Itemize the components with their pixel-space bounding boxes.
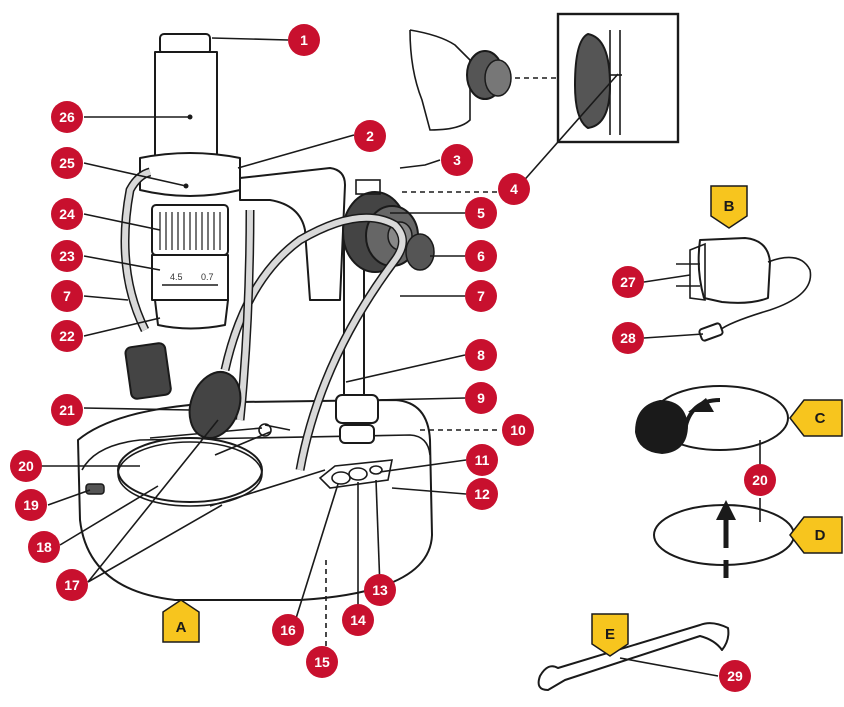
callout-5: 5 — [465, 197, 497, 229]
tag-c: C — [789, 399, 843, 437]
svg-text:1: 1 — [300, 32, 308, 48]
svg-text:26: 26 — [59, 109, 75, 125]
callout-26: 26 — [51, 101, 83, 133]
svg-text:16: 16 — [280, 622, 296, 638]
callout-9: 9 — [465, 382, 497, 414]
svg-text:20: 20 — [752, 472, 768, 488]
svg-text:7: 7 — [63, 288, 71, 304]
callout-7-left: 7 — [51, 280, 83, 312]
svg-text:A: A — [176, 619, 187, 636]
stage-plate — [117, 437, 263, 503]
callout-10: 10 — [502, 414, 534, 446]
callout-1: 1 — [288, 24, 320, 56]
callout-20-inset: 20 — [744, 464, 776, 496]
svg-text:7: 7 — [477, 288, 485, 304]
svg-text:6: 6 — [477, 248, 485, 264]
leader-lines — [40, 37, 761, 677]
scale-label-low: 4.5 — [170, 272, 183, 282]
svg-text:27: 27 — [620, 274, 636, 290]
callout-22: 22 — [51, 320, 83, 352]
callout-17: 17 — [56, 569, 88, 601]
svg-text:12: 12 — [474, 486, 490, 502]
tag-d: D — [789, 516, 843, 554]
objective — [154, 299, 229, 330]
svg-text:13: 13 — [372, 582, 388, 598]
callout-8: 8 — [465, 339, 497, 371]
tag-b: B — [710, 185, 748, 229]
svg-text:15: 15 — [314, 654, 330, 670]
head-collar — [139, 152, 241, 197]
svg-text:10: 10 — [510, 422, 526, 438]
focus-knob-detail-inset — [409, 12, 680, 144]
callout-18: 18 — [28, 531, 60, 563]
svg-text:5: 5 — [477, 205, 485, 221]
svg-text:25: 25 — [59, 155, 75, 171]
svg-text:9: 9 — [477, 390, 485, 406]
callout-3: 3 — [441, 144, 473, 176]
callout-12: 12 — [466, 478, 498, 510]
callout-25: 25 — [51, 147, 83, 179]
callout-11: 11 — [466, 444, 498, 476]
svg-text:11: 11 — [475, 452, 490, 468]
svg-text:14: 14 — [350, 612, 366, 628]
callout-24: 24 — [51, 198, 83, 230]
stage-plate-flip — [635, 385, 789, 454]
light-head-left — [124, 342, 172, 400]
scale-label-high: 0.7 — [201, 272, 214, 282]
svg-text:28: 28 — [620, 330, 636, 346]
svg-text:C: C — [815, 410, 826, 427]
svg-text:D: D — [815, 527, 826, 544]
eyepiece-tube — [154, 51, 218, 171]
callout-21: 21 — [51, 394, 83, 426]
callout-19: 19 — [15, 489, 47, 521]
callout-16: 16 — [272, 614, 304, 646]
svg-text:3: 3 — [453, 152, 461, 168]
svg-text:B: B — [724, 198, 735, 215]
callout-13: 13 — [364, 574, 396, 606]
spanner-tool — [537, 622, 730, 691]
tag-e: E — [591, 613, 629, 657]
callout-15: 15 — [306, 646, 338, 678]
power-adapter — [676, 237, 812, 342]
svg-text:24: 24 — [59, 206, 75, 222]
callout-badges: 1 2 3 4 5 6 7 7 8 9 10 11 12 13 14 15 16… — [10, 24, 776, 692]
svg-text:29: 29 — [727, 668, 743, 684]
svg-text:23: 23 — [59, 248, 75, 264]
callout-29: 29 — [719, 660, 751, 692]
svg-text:17: 17 — [64, 577, 80, 593]
stage-plate-insert — [653, 500, 795, 578]
callout-20-main: 20 — [10, 450, 42, 482]
callout-14: 14 — [342, 604, 374, 636]
callout-23: 23 — [51, 240, 83, 272]
callout-28: 28 — [612, 322, 644, 354]
svg-text:2: 2 — [366, 128, 374, 144]
callout-4: 4 — [498, 173, 530, 205]
microscope-illustration: 4.5 0.7 — [77, 33, 435, 601]
callout-27: 27 — [612, 266, 644, 298]
magnification-scale — [151, 254, 229, 301]
svg-text:4: 4 — [510, 181, 518, 197]
svg-text:18: 18 — [36, 539, 52, 555]
focus-arm — [239, 167, 346, 301]
callout-7-right: 7 — [465, 280, 497, 312]
svg-text:21: 21 — [59, 402, 75, 418]
svg-text:E: E — [605, 626, 615, 643]
callout-6: 6 — [465, 240, 497, 272]
svg-text:8: 8 — [477, 347, 485, 363]
svg-text:20: 20 — [18, 458, 34, 474]
tag-a: A — [162, 599, 200, 643]
height-collar — [335, 394, 379, 424]
section-tags: A B C D E — [162, 185, 843, 657]
svg-text:22: 22 — [59, 328, 75, 344]
base-slider — [85, 483, 105, 495]
svg-text:19: 19 — [23, 497, 39, 513]
callout-2: 2 — [354, 120, 386, 152]
light-head-right — [188, 371, 242, 439]
